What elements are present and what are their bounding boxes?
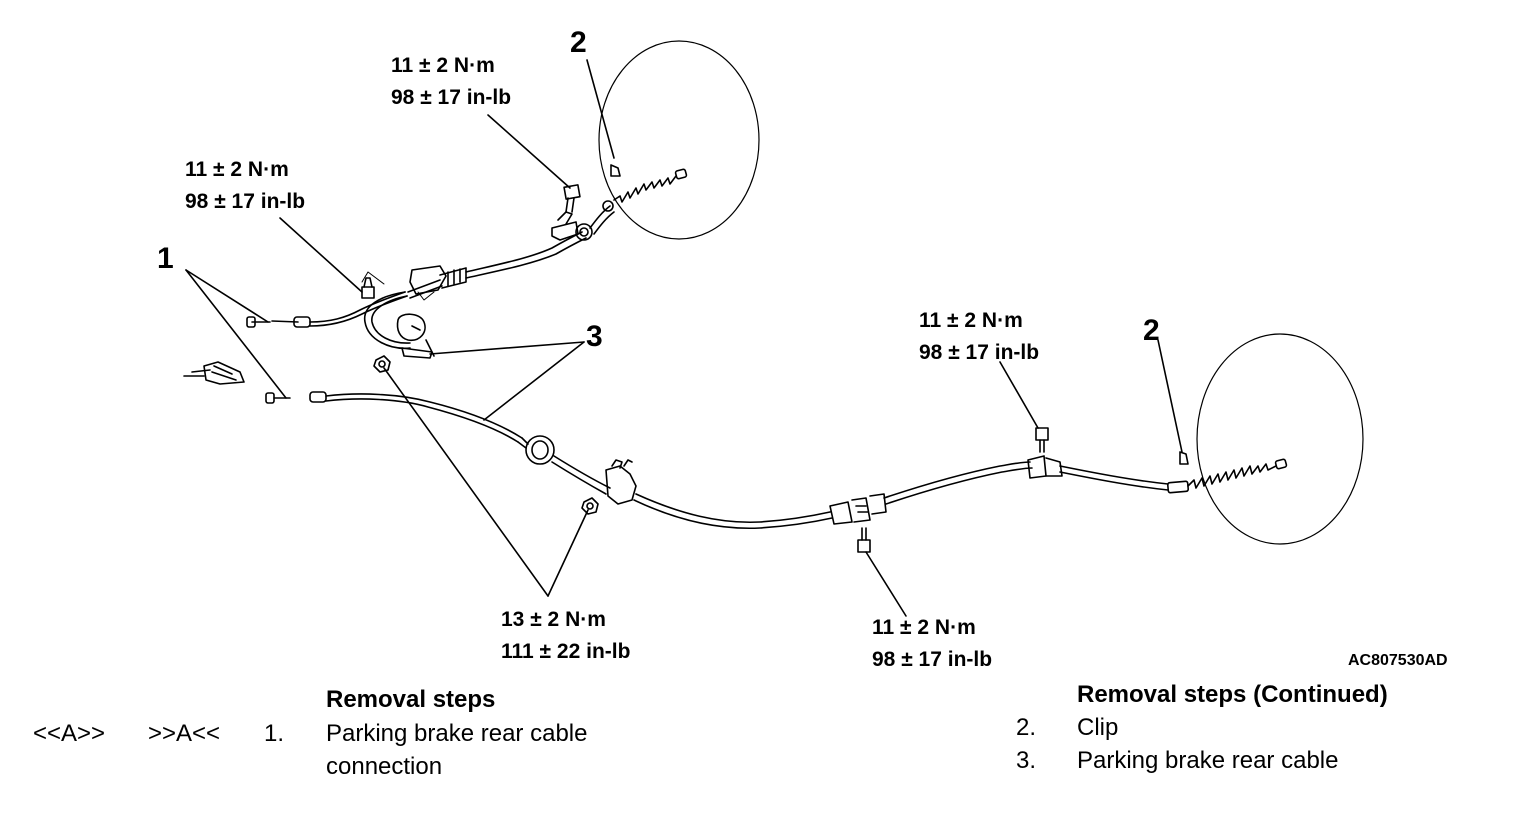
torque-inlb: 98 ± 17 in-lb bbox=[391, 86, 512, 109]
step-text: Clip bbox=[1077, 714, 1119, 741]
step-text-line1: Parking brake rear cable bbox=[326, 720, 588, 747]
callout-1: 1 bbox=[157, 242, 174, 275]
callout-2-upper: 2 bbox=[570, 26, 587, 59]
nut-upper bbox=[373, 355, 391, 373]
step-text-line2: connection bbox=[326, 753, 443, 780]
brake-lever bbox=[183, 361, 245, 385]
torque-nm: 11 ± 2 N·m bbox=[919, 309, 1023, 332]
bolt-right-lower bbox=[1035, 427, 1049, 453]
step-number: 3. bbox=[1016, 747, 1037, 774]
bolt-mid-lower bbox=[857, 527, 871, 553]
detail-circle-upper bbox=[598, 40, 760, 240]
torque-inlb: 98 ± 17 in-lb bbox=[872, 648, 993, 671]
bolt-left bbox=[361, 277, 375, 299]
removal-steps-title: Removal steps bbox=[326, 686, 496, 713]
torque-label-nut: 13 ± 2 N·m 111 ± 22 in-lb bbox=[501, 604, 630, 668]
step-number: 1. bbox=[264, 720, 285, 747]
torque-label-right: 11 ± 2 N·m 98 ± 17 in-lb bbox=[919, 305, 1039, 369]
step-text: Parking brake rear cable bbox=[1077, 747, 1339, 774]
removal-steps-continued-title: Removal steps (Continued) bbox=[1077, 681, 1388, 708]
lower-cable bbox=[265, 391, 1288, 530]
callout-3: 3 bbox=[586, 320, 603, 353]
nut-lower bbox=[581, 497, 599, 515]
torque-label-upper: 11 ± 2 N·m 98 ± 17 in-lb bbox=[391, 50, 511, 114]
leader-lines bbox=[185, 59, 1183, 617]
torque-nm: 11 ± 2 N·m bbox=[185, 158, 289, 181]
torque-label-mid: 11 ± 2 N·m 98 ± 17 in-lb bbox=[872, 612, 992, 676]
torque-nm: 11 ± 2 N·m bbox=[391, 54, 495, 77]
torque-label-left: 11 ± 2 N·m 98 ± 17 in-lb bbox=[185, 154, 305, 218]
step-ref-a: <<A>> bbox=[33, 720, 106, 747]
upper-cable bbox=[246, 164, 688, 359]
bolt-upper bbox=[563, 184, 581, 213]
step-ref-b: >>A<< bbox=[148, 720, 221, 747]
torque-nm: 11 ± 2 N·m bbox=[872, 616, 976, 639]
callout-2-lower: 2 bbox=[1143, 314, 1160, 347]
torque-nm: 13 ± 2 N·m bbox=[501, 608, 606, 631]
torque-inlb: 98 ± 17 in-lb bbox=[185, 190, 306, 213]
figure-id: AC807530AD bbox=[1348, 652, 1448, 669]
detail-circle-lower bbox=[1196, 333, 1364, 545]
torque-inlb: 111 ± 22 in-lb bbox=[501, 640, 631, 663]
step-number: 2. bbox=[1016, 714, 1037, 741]
torque-inlb: 98 ± 17 in-lb bbox=[919, 341, 1040, 364]
